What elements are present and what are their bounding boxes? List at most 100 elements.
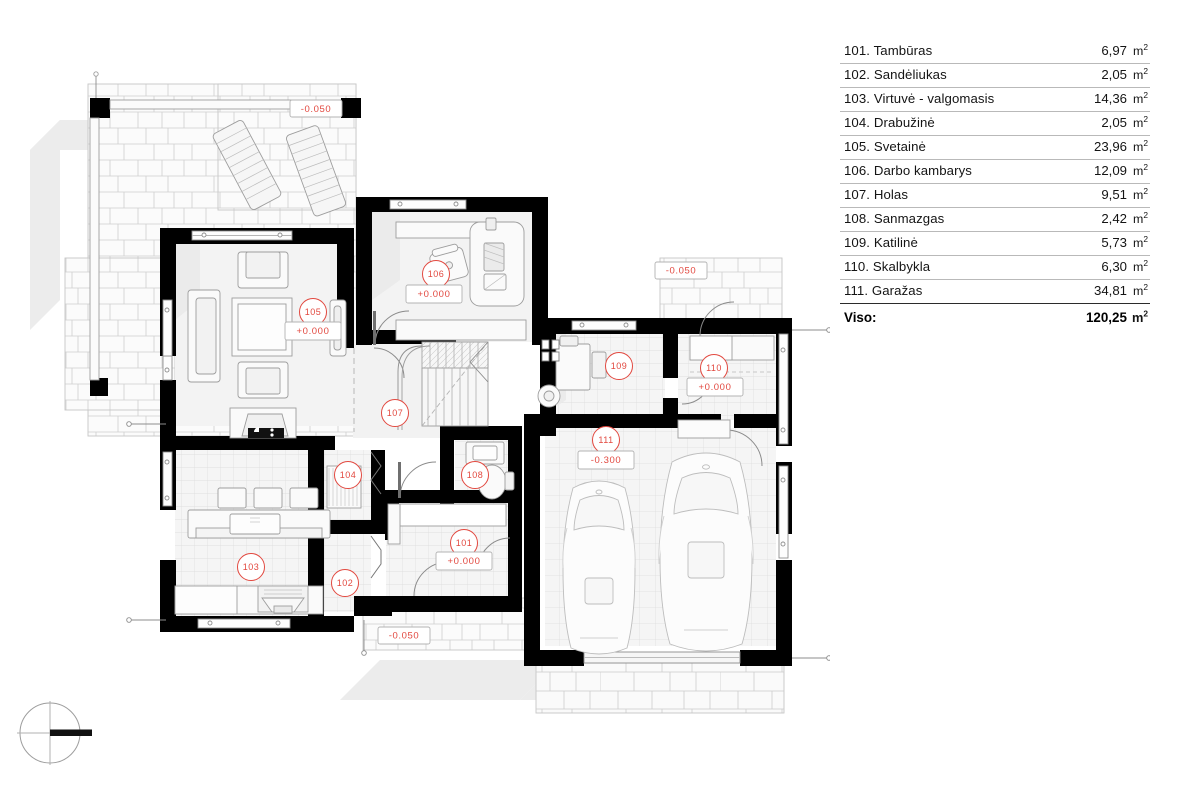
elevation-tag-vestibule: +0.000 [435, 551, 493, 571]
room-name: 111. Garažas [844, 283, 923, 298]
area-unit: m2 [1133, 161, 1148, 178]
room-number-text: 109 [611, 361, 628, 371]
room-number-text: 107 [387, 408, 404, 418]
elevation-text: +0.000 [699, 382, 732, 393]
room-area: 5,73 [1101, 235, 1127, 250]
room-name: 110. Skalbykla [844, 259, 931, 274]
room-area: 6,97 [1101, 43, 1127, 58]
table-row: 111. Garažas 34,81 m2 [840, 280, 1150, 304]
room-number-text: 102 [337, 578, 354, 588]
elevation-text: -0.050 [389, 631, 420, 642]
floor-plan-canvas: 101 102 103 104 105 106 107 108 109 110 … [17, 71, 830, 765]
table-row: 103. Virtuvė - valgomasis 14,36 m2 [840, 88, 1150, 112]
elevation-tag-nw-terrace: -0.050 [289, 99, 343, 118]
room-number-text: 111 [598, 435, 613, 445]
table-row: 110. Skalbykla 6,30 m2 [840, 256, 1150, 280]
area-unit: m2 [1133, 137, 1148, 154]
total-label: Viso: [844, 310, 877, 325]
room-name: 109. Katilinė [844, 235, 918, 250]
lounge-chair-1 [212, 120, 282, 210]
furniture [174, 217, 775, 615]
room-number-text: 103 [243, 562, 260, 572]
area-unit: m2 [1131, 308, 1148, 325]
car-right [658, 452, 754, 652]
room-number-text: 106 [428, 269, 445, 279]
driveway-apron [535, 662, 785, 714]
car-left [562, 480, 636, 655]
room-name: 102. Sandėliukas [844, 67, 947, 82]
room-area: 14,36 [1093, 91, 1127, 106]
room-bubble-107: 107 [381, 399, 409, 427]
room-schedule-table: 101. Tambūras 6,97 m2 102. Sandėliukas 2… [840, 40, 1150, 327]
elevation-text: +0.000 [297, 326, 330, 337]
table-row: 105. Svetainė 23,96 m2 [840, 136, 1150, 160]
table-row: 108. Sanmazgas 2,42 m2 [840, 208, 1150, 232]
table-row: 104. Drabužinė 2,05 m2 [840, 112, 1150, 136]
total-row: Viso: 120,25 m2 [840, 303, 1150, 327]
room-number-text: 110 [706, 363, 722, 373]
elevation-tag-ne-stoop: -0.050 [654, 261, 708, 280]
room-bubble-110: 110 [700, 354, 728, 382]
room-area: 2,05 [1101, 115, 1127, 130]
room-area: 23,96 [1093, 139, 1127, 154]
room-area: 2,42 [1101, 211, 1127, 226]
room-name: 104. Drabužinė [844, 115, 935, 130]
elevation-tag-garage: -0.300 [577, 450, 635, 470]
terrace-piers [90, 98, 361, 396]
room-name: 103. Virtuvė - valgomasis [844, 91, 995, 106]
garage-door[interactable] [583, 651, 741, 664]
table-row: 102. Sandėliukas 2,05 m2 [840, 64, 1150, 88]
table-row: 106. Darbo kambarys 12,09 m2 [840, 160, 1150, 184]
room-bubble-104: 104 [334, 461, 362, 489]
room-number-text: 108 [467, 470, 484, 480]
table-row: 109. Katilinė 5,73 m2 [840, 232, 1150, 256]
elevation-text: -0.050 [301, 104, 332, 115]
table-row: 107. Holas 9,51 m2 [840, 184, 1150, 208]
room-bubble-108: 108 [461, 461, 489, 489]
room-bubble-105: 105 [299, 298, 327, 326]
area-unit: m2 [1133, 257, 1148, 274]
windows [162, 199, 789, 629]
room-area: 6,30 [1101, 259, 1127, 274]
elevation-text: -0.050 [666, 266, 697, 277]
staircase [397, 341, 489, 430]
room-area: 12,09 [1093, 163, 1127, 178]
area-unit: m2 [1133, 209, 1148, 226]
elevation-tag-laundry: +0.000 [686, 377, 744, 397]
elevation-tags: -0.050 +0.000 +0.000 -0.050 +0.000 -0.30… [284, 99, 744, 645]
room-name: 106. Darbo kambarys [844, 163, 972, 178]
room-bubble-102: 102 [331, 569, 359, 597]
elevation-text: -0.300 [591, 455, 622, 466]
room-name: 107. Holas [844, 187, 909, 202]
area-unit: m2 [1133, 41, 1148, 58]
area-unit: m2 [1133, 65, 1148, 82]
room-number-text: 105 [305, 307, 322, 317]
room-area: 2,05 [1101, 67, 1127, 82]
room-number-labels: 101 102 103 104 105 106 107 108 109 110 … [237, 260, 728, 597]
room-number-text: 101 [456, 538, 473, 548]
elevation-text: +0.000 [418, 289, 451, 300]
total-area: 120,25 [1085, 310, 1127, 325]
room-bubble-106: 106 [422, 260, 450, 288]
floor-plan-drawing: 101 102 103 104 105 106 107 108 109 110 … [17, 71, 830, 765]
elevation-tag-office: +0.000 [405, 284, 463, 304]
room-name: 101. Tambūras [844, 43, 933, 58]
room-bubble-103: 103 [237, 553, 265, 581]
room-name: 105. Svetainė [844, 139, 926, 154]
area-unit: m2 [1133, 89, 1148, 106]
elevation-text: +0.000 [448, 556, 481, 567]
dimension-leaders [126, 327, 830, 661]
room-area: 34,81 [1093, 283, 1127, 298]
area-unit: m2 [1133, 185, 1148, 202]
table-row: 101. Tambūras 6,97 m2 [840, 40, 1150, 64]
area-unit: m2 [1133, 113, 1148, 130]
room-bubble-111: 111 [592, 426, 620, 454]
elevation-tag-living: +0.000 [284, 321, 342, 341]
room-bubble-109: 109 [605, 352, 633, 380]
room-number-text: 104 [340, 470, 357, 480]
area-unit: m2 [1133, 233, 1148, 250]
north-arrow-icon [17, 701, 92, 765]
area-unit: m2 [1133, 281, 1148, 298]
lounge-chair-2 [286, 125, 347, 217]
room-name: 108. Sanmazgas [844, 211, 945, 226]
